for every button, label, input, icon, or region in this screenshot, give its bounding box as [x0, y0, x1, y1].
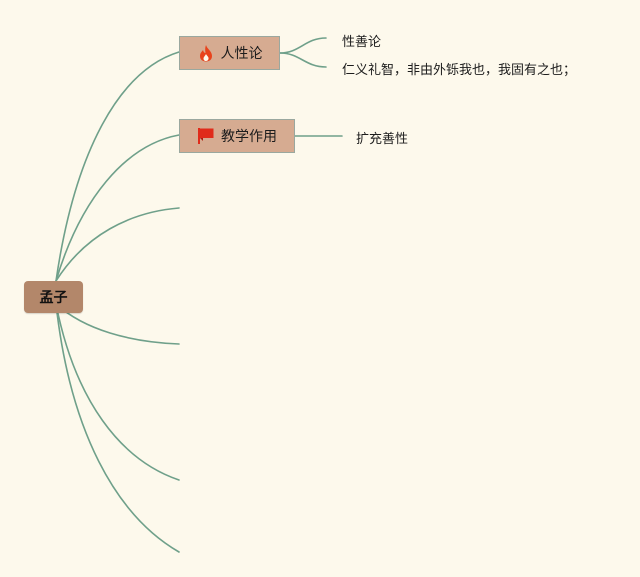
leaf-connector-2 — [279, 52, 327, 68]
leaf-node[interactable]: 仁义礼智，非由外铄我也，我固有之也； — [342, 63, 577, 78]
branch-connector-1 — [55, 51, 180, 282]
flag-icon — [197, 127, 215, 145]
topic-label: 教学作用 — [221, 129, 277, 145]
leaf-node[interactable]: 性善论 — [342, 35, 382, 50]
root-label: 孟子 — [39, 290, 68, 306]
branch-connector-3 — [55, 207, 180, 282]
topic-label: 人性论 — [220, 46, 263, 62]
topic-node-human-nature[interactable]: 人性论 — [179, 36, 280, 70]
fire-icon — [197, 44, 215, 62]
leaf-connector-1 — [279, 37, 327, 54]
branch-connector-2 — [55, 134, 180, 282]
branch-connector-5 — [55, 303, 180, 481]
leaf-node[interactable]: 扩充善性 — [356, 132, 409, 147]
root-node[interactable]: 孟子 — [24, 281, 83, 313]
branch-connector-6 — [55, 303, 180, 553]
topic-node-teaching-role[interactable]: 教学作用 — [179, 119, 295, 153]
